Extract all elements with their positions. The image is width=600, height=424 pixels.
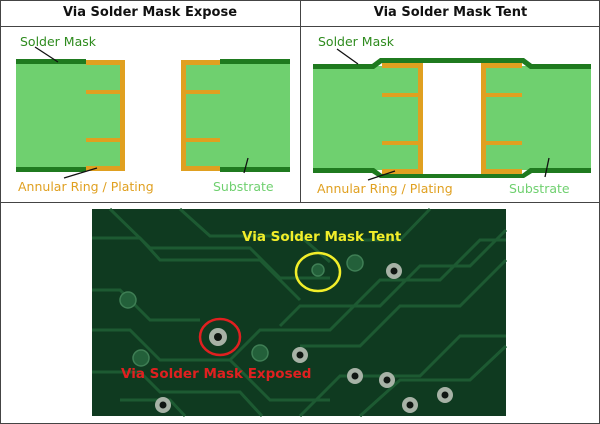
tent-left-plating-top xyxy=(382,63,422,68)
pcb-photo xyxy=(92,207,508,418)
tent-left-plating-bottom xyxy=(382,169,422,174)
photo-exposed-label: Via Solder Mask Exposed xyxy=(121,366,312,382)
via-tent xyxy=(311,263,325,277)
expose-right-plating-top xyxy=(182,60,220,65)
via-2 xyxy=(132,349,150,367)
tent-substrate-label: Substrate xyxy=(509,181,570,196)
tent-substrate-leader xyxy=(544,157,550,178)
expose-right-bottom-mask xyxy=(220,167,290,172)
tent-right-plating-bottom xyxy=(482,169,522,174)
exposed-highlight xyxy=(198,317,242,357)
expose-left-plating-top xyxy=(86,60,124,65)
expose-mask-leader xyxy=(34,46,59,63)
expose-right-plating-bottom xyxy=(182,166,220,171)
tent-right-substrate xyxy=(481,66,591,170)
tent-right-inner-1 xyxy=(484,93,522,97)
expose-left-plating-bottom xyxy=(86,166,124,171)
expose-left-inner-2 xyxy=(86,138,122,142)
expose-right-inner-1 xyxy=(184,90,220,94)
expose-substrate-label: Substrate xyxy=(213,179,274,194)
expose-solder-mask-label: Solder Mask xyxy=(20,34,96,49)
tent-solder-mask-label: Solder Mask xyxy=(318,34,394,49)
tent-right-inner-2 xyxy=(484,141,522,145)
tent-cross-section xyxy=(313,48,591,181)
expose-right-inner-2 xyxy=(184,138,220,142)
expose-right-top-mask xyxy=(220,59,290,64)
tent-left-substrate xyxy=(313,66,423,170)
tent-right-plating-wall xyxy=(481,63,486,174)
expose-cross-section xyxy=(16,46,290,179)
expose-left-inner-1 xyxy=(86,90,122,94)
expose-right-substrate xyxy=(182,61,290,170)
via-4 xyxy=(346,254,364,272)
tent-title: Via Solder Mask Tent xyxy=(373,5,528,20)
tent-annular-leader xyxy=(367,170,396,181)
tent-right-bottom-mask xyxy=(481,168,591,178)
via-1 xyxy=(119,291,137,309)
tent-left-plating-wall xyxy=(418,63,423,174)
tent-bottom-bridge xyxy=(420,174,484,178)
expose-annular-leader xyxy=(63,167,98,179)
expose-title: Via Solder Mask Expose xyxy=(62,5,238,20)
tent-mask-leader xyxy=(336,48,359,65)
tent-left-top-mask xyxy=(313,58,423,69)
expose-left-top-mask xyxy=(16,59,86,64)
via-3 xyxy=(251,344,269,362)
expose-substrate-leader xyxy=(243,157,249,174)
expose-left-plating-wall xyxy=(120,60,125,171)
tent-annular-label: Annular Ring / Plating xyxy=(317,181,453,196)
tent-right-plating-top xyxy=(482,63,522,68)
expose-left-substrate xyxy=(16,61,122,170)
photo-tent-label: Via Solder Mask Tent xyxy=(242,229,402,245)
expose-annular-label: Annular Ring / Plating xyxy=(18,179,154,194)
pcb-vias xyxy=(119,254,453,413)
tent-left-inner-1 xyxy=(382,93,420,97)
expose-left-bottom-mask xyxy=(16,167,86,172)
tent-right-top-mask xyxy=(481,58,591,69)
expose-right-plating-wall xyxy=(181,60,186,171)
tent-left-inner-2 xyxy=(382,141,420,145)
tent-highlight xyxy=(294,251,342,293)
tent-top-bridge xyxy=(420,58,484,63)
tent-left-bottom-mask xyxy=(313,168,423,178)
